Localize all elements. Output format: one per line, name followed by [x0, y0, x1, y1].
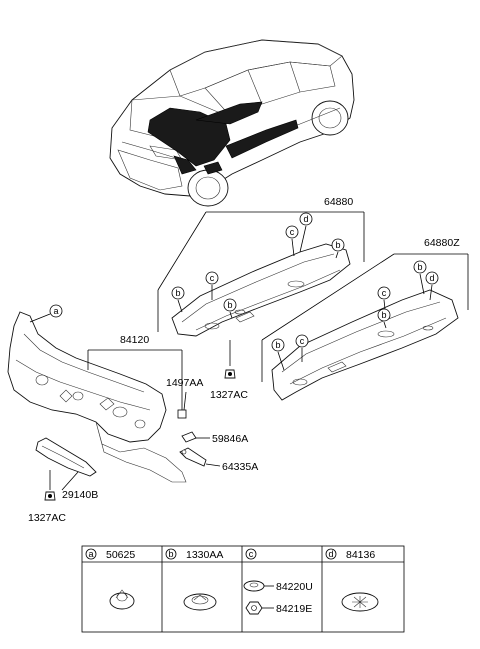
- under-cover-lh: [171, 243, 351, 337]
- label-64335a: 64335A: [222, 461, 258, 473]
- label-59846a: 59846A: [212, 433, 248, 445]
- legend-part-c1: 84220U: [276, 581, 313, 593]
- callout-b-upper-1: b: [335, 240, 340, 250]
- callout-b-right-1: b: [417, 262, 422, 272]
- callout-c-right-1: c: [382, 288, 387, 298]
- legend-part-d: 84136: [346, 549, 375, 561]
- label-64880z: 64880Z: [424, 237, 460, 249]
- legend-part-a: 50625: [106, 549, 135, 561]
- label-84120: 84120: [120, 334, 149, 346]
- bracket-59846a: [181, 431, 210, 443]
- label-29140b: 29140B: [62, 489, 98, 501]
- legend-cell-d: d 84136: [325, 548, 379, 612]
- legend-cell-b: b 1330AA: [165, 548, 223, 611]
- callouts-upper-cover: d c b c b b: [171, 212, 345, 319]
- label-64880: 64880: [324, 196, 353, 208]
- under-cover-rh: [271, 289, 459, 401]
- callout-a-dash: a: [29, 304, 63, 323]
- callout-b-upper-3: b: [227, 300, 232, 310]
- dash-isolation-pad: [7, 311, 187, 483]
- legend-part-c2: 84219E: [276, 603, 312, 615]
- legend-letter-d: d: [328, 549, 333, 559]
- legend-letter-c: c: [249, 549, 254, 559]
- legend-letter-b: b: [168, 549, 173, 559]
- legend-part-b: 1330AA: [186, 549, 223, 561]
- vehicle-illustration: [109, 39, 355, 207]
- legend-cell-c: c 84220U 84219E: [243, 548, 313, 615]
- callout-d-right: d: [429, 273, 434, 283]
- callout-d-upper: d: [303, 214, 308, 224]
- callout-b-right-3: b: [275, 340, 280, 350]
- leader-64880z: [261, 253, 469, 382]
- callout-b-upper-2: b: [175, 288, 180, 298]
- leader-84120: [87, 349, 183, 412]
- label-1327ac-center: 1327AC: [210, 389, 248, 401]
- clip-1327ac-center: [224, 340, 236, 379]
- legend-cell-a: a 50625: [85, 548, 135, 610]
- lower-pad-29140b: [35, 437, 97, 491]
- callout-c-upper-1: c: [290, 227, 295, 237]
- retainer-64335a: [179, 447, 221, 467]
- callout-c-right-2: c: [300, 336, 305, 346]
- label-1327ac-bottom: 1327AC: [28, 512, 66, 524]
- callout-b-right-2: b: [381, 310, 386, 320]
- legend-table: [81, 545, 405, 633]
- label-1497aa: 1497AA: [166, 377, 203, 389]
- leader-64880: [157, 211, 365, 332]
- clip-1327ac-bottom: [44, 470, 56, 501]
- svg-text:a: a: [53, 306, 58, 316]
- pad-1497aa: [177, 391, 187, 419]
- callouts-right-cover: b d c b c b: [271, 260, 439, 371]
- callout-c-upper-2: c: [210, 273, 215, 283]
- legend-letter-a: a: [88, 549, 93, 559]
